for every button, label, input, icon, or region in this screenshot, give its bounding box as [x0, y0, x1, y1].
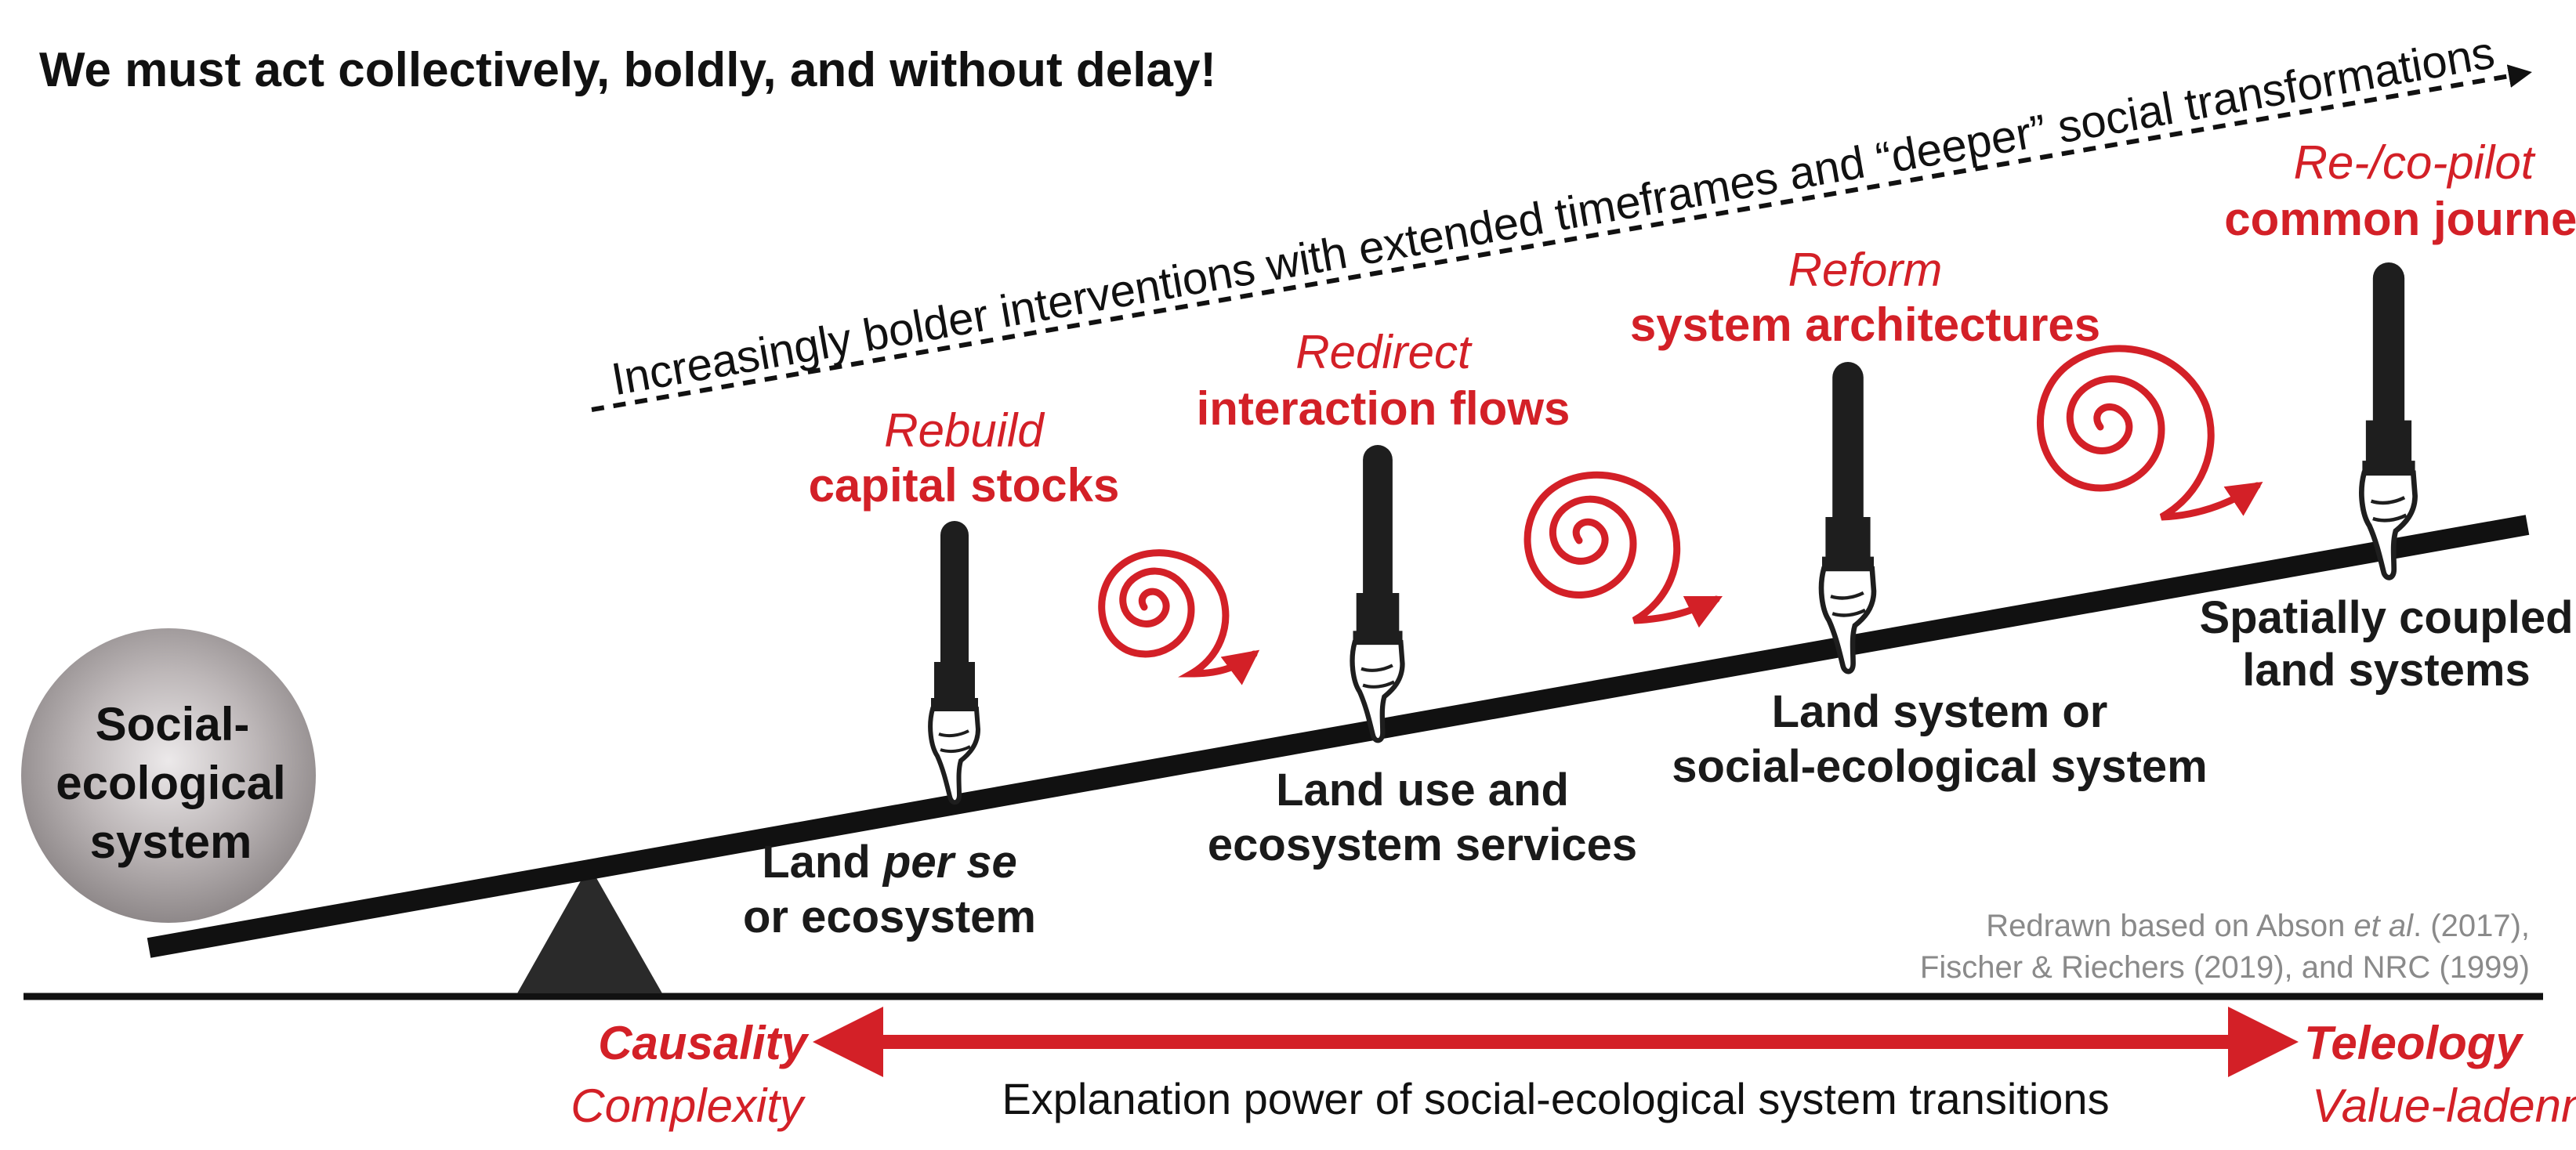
- system-label-4: Spatially coupled land systems: [2200, 592, 2574, 696]
- pointing-hand-icon: [2361, 262, 2415, 577]
- pointing-hand-icon: [1353, 445, 1403, 740]
- system-label-1: Land per se or ecosystem: [743, 837, 1036, 942]
- circle-label-line1: Social-: [96, 698, 250, 750]
- lever-2-verb: Redirect: [1295, 326, 1473, 378]
- credit-line1: Redrawn based on Abson et al. (2017),: [1986, 909, 2530, 943]
- system-label-4-line2: land systems: [2242, 645, 2531, 696]
- system-label-1-line1: Land per se: [762, 837, 1017, 888]
- system-label-2: Land use and ecosystem services: [1208, 765, 1637, 870]
- axis-caption: Explanation power of social-ecological s…: [1002, 1074, 2109, 1123]
- system-label-3: Land system or social-ecological system: [1672, 686, 2207, 792]
- spiral-arrow-3: [2036, 345, 2263, 521]
- system-label-4-line1: Spatially coupled: [2200, 592, 2574, 643]
- lever-1: Rebuild capital stocks: [809, 404, 1120, 802]
- lever-2: Redirect interaction flows: [1197, 326, 1571, 740]
- pointing-hand-icon: [1821, 362, 1874, 671]
- credit-line2: Fischer & Riechers (2019), and NRC (1999…: [1920, 950, 2530, 985]
- lever-4-verb: Re-/co-pilot: [2294, 136, 2536, 189]
- lever-1-object: capital stocks: [809, 459, 1120, 512]
- system-label-1-line2: or ecosystem: [743, 891, 1036, 942]
- fulcrum: [517, 866, 662, 993]
- lever-3: Reform system architectures: [1630, 244, 2100, 671]
- pointing-hand-icon: [930, 521, 978, 802]
- axis-left-subtitle: Complexity: [571, 1079, 806, 1132]
- axis-right-subtitle: Value-ladenness: [2312, 1079, 2576, 1132]
- system-label-2-line2: ecosystem services: [1208, 819, 1637, 870]
- system-label-3-line1: Land system or: [1772, 686, 2108, 737]
- system-label-2-line1: Land use and: [1276, 765, 1569, 815]
- social-ecological-system-circle: Social- ecological system: [21, 628, 316, 923]
- circle-label-line2: ecological: [56, 757, 285, 809]
- lever-3-verb: Reform: [1788, 244, 1943, 296]
- lever-4-object: common journey: [2224, 193, 2576, 245]
- lever-4: Re-/co-pilot common journey: [2224, 136, 2576, 577]
- lever-1-verb: Rebuild: [884, 404, 1045, 457]
- system-label-3-line2: social-ecological system: [1672, 741, 2207, 792]
- axis-right-title: Teleology: [2304, 1017, 2523, 1069]
- lever-3-object: system architectures: [1630, 298, 2100, 351]
- spiral-arrow-2: [1523, 471, 1723, 628]
- lever-2-object: interaction flows: [1197, 382, 1571, 435]
- circle-label-line3: system: [90, 815, 252, 868]
- axis-left-title: Causality: [598, 1017, 809, 1069]
- spiral-arrow-1: [1098, 549, 1260, 685]
- seesaw-beam: [147, 515, 2530, 958]
- headline: We must act collectively, boldly, and wi…: [39, 43, 1216, 97]
